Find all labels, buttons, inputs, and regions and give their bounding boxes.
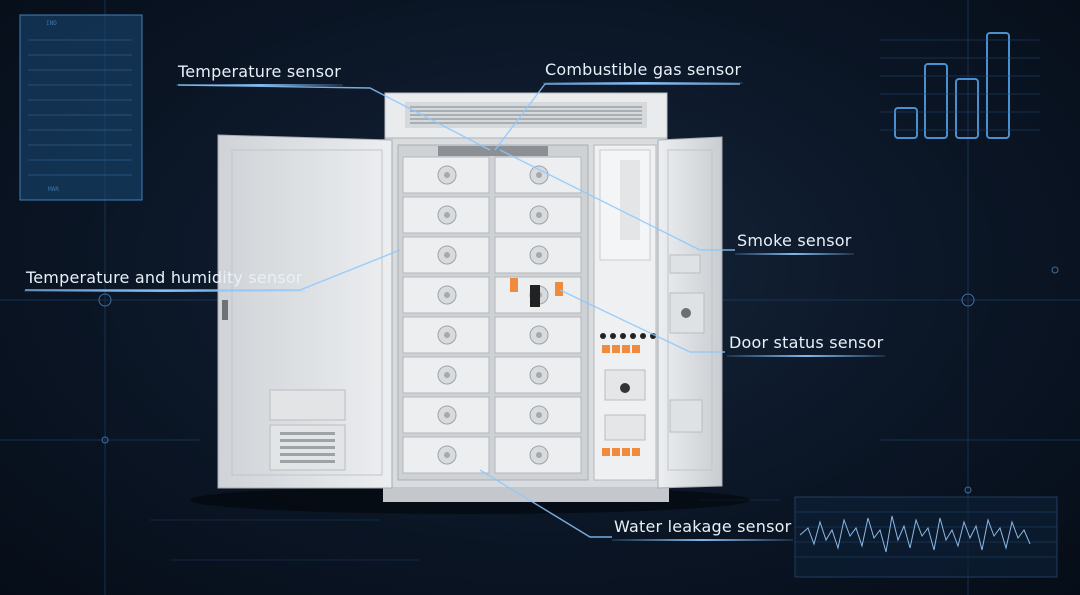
- battery-fan-hub: [444, 372, 450, 378]
- battery-fan-hub: [444, 212, 450, 218]
- battery-fan-hub: [536, 332, 542, 338]
- temp-humidity-sensor-text: Temperature and humidity sensor: [26, 268, 303, 287]
- control-compartment: [593, 144, 657, 481]
- water-leakage-sensor-underline: [612, 539, 794, 541]
- battery-module: [494, 236, 582, 274]
- battery-fan-hub: [444, 332, 450, 338]
- combustible-gas-sensor-underline: [543, 82, 744, 84]
- cabinet-left-door: [217, 134, 393, 489]
- smoke-sensor-text: Smoke sensor: [737, 231, 852, 250]
- rack-top-sensor-bar: [438, 146, 548, 156]
- battery-fan-hub: [444, 412, 450, 418]
- temperature-sensor-label: Temperature sensor: [176, 62, 344, 86]
- battery-fan-hub: [444, 452, 450, 458]
- battery-fan-hub: [536, 212, 542, 218]
- battery-fan-hub: [536, 372, 542, 378]
- combustible-gas-sensor-text: Combustible gas sensor: [545, 60, 742, 79]
- temperature-sensor-text: Temperature sensor: [178, 62, 342, 81]
- battery-fan-hub: [444, 172, 450, 178]
- battery-fan-hub: [536, 412, 542, 418]
- temp-humidity-sensor-underline: [24, 290, 305, 292]
- water-leakage-sensor-text: Water leakage sensor: [614, 517, 792, 536]
- hud-panel-left: [19, 14, 143, 201]
- smoke-sensor-underline: [735, 253, 854, 255]
- orange-connector: [510, 278, 518, 292]
- battery-fan-hub: [444, 292, 450, 298]
- battery-rack: [397, 144, 589, 481]
- door-status-sensor-label: Door status sensor: [727, 333, 886, 357]
- orange-connector: [555, 282, 563, 296]
- hud-panel-bottom-tag: MAR: [48, 186, 59, 193]
- smoke-sensor-label: Smoke sensor: [735, 231, 854, 255]
- cabinet-right-door: [657, 136, 723, 489]
- hud-crosshairs: [98, 266, 1059, 494]
- rack-switch: [530, 285, 540, 307]
- hud-panel-top-tag: IND: [46, 20, 57, 27]
- door-status-sensor-text: Door status sensor: [729, 333, 884, 352]
- temperature-sensor-underline: [176, 84, 344, 86]
- hud-bars-grid: [880, 39, 1040, 131]
- battery-fan-hub: [444, 252, 450, 258]
- cabinet-top-unit: [384, 92, 668, 139]
- battery-fan-hub: [536, 252, 542, 258]
- combustible-gas-sensor-label: Combustible gas sensor: [543, 60, 744, 84]
- temp-humidity-sensor-label: Temperature and humidity sensor: [24, 268, 305, 292]
- battery-fan-hub: [536, 172, 542, 178]
- hud-bars: [894, 32, 1010, 139]
- water-leakage-sensor-label: Water leakage sensor: [612, 517, 794, 541]
- hud-waveform: [794, 496, 1058, 578]
- battery-fan-hub: [536, 452, 542, 458]
- door-status-sensor-underline: [727, 355, 886, 357]
